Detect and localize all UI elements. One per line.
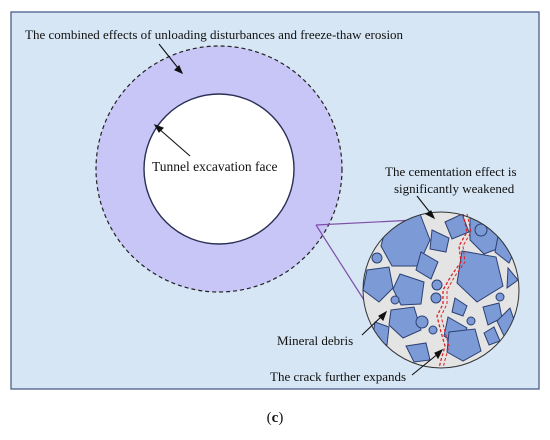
crack-path-secondary (440, 213, 472, 369)
arrow-excavation-face (157, 127, 191, 157)
mineral-particle (456, 250, 504, 303)
mineral-particle (495, 292, 505, 302)
crack-path (436, 213, 468, 369)
mineral-particle (392, 273, 425, 306)
annotation-arrows (153, 43, 444, 376)
label-excavation-face: Tunnel excavation face (152, 159, 278, 174)
zoom-outline (362, 211, 520, 369)
mineral-particle (371, 252, 383, 264)
panel-label: (c) (0, 410, 550, 427)
mineral-particle (388, 306, 422, 339)
mineral-particle (446, 328, 482, 362)
mineral-particle (444, 213, 470, 240)
mineral-particle (430, 292, 442, 304)
mineral-particle (415, 315, 429, 329)
mineral-particle (451, 297, 468, 317)
arrow-cementation-head (424, 210, 436, 220)
mineral-particle (428, 325, 438, 335)
arrow-combined-effects-head (174, 65, 184, 75)
arrow-excavation-face-head (153, 123, 164, 133)
arrow-crack (411, 352, 440, 376)
label-crack-expands: The crack further expands (270, 369, 407, 384)
arrow-mineral-debris-head (378, 310, 388, 321)
tunnel-excavation-face (143, 93, 295, 245)
panel-label-open: ( (266, 410, 272, 426)
microstructure-zoom (362, 211, 520, 369)
mineral-particle (429, 229, 450, 253)
mineral-particle (363, 266, 394, 303)
mineral-particle (474, 223, 488, 237)
zoom-connector-lower (315, 224, 365, 301)
label-cementation-line2: significantly weakened (394, 181, 515, 196)
label-combined-effects: The combined effects of unloading distur… (25, 27, 404, 42)
mineral-particle (506, 266, 519, 290)
panel-label-close: ) (278, 410, 284, 426)
arrow-mineral-debris (361, 314, 384, 336)
label-mineral-debris: Mineral debris (277, 333, 354, 348)
mineral-particle (415, 251, 439, 280)
panel-label-letter: c (271, 410, 279, 426)
zoom-connector-upper (315, 219, 416, 226)
mineral-particle (431, 279, 443, 291)
mineral-particle (390, 295, 400, 305)
arrow-crack-head (434, 348, 444, 360)
label-cementation-line1: The cementation effect is (385, 164, 517, 179)
mineral-particle (466, 316, 476, 326)
